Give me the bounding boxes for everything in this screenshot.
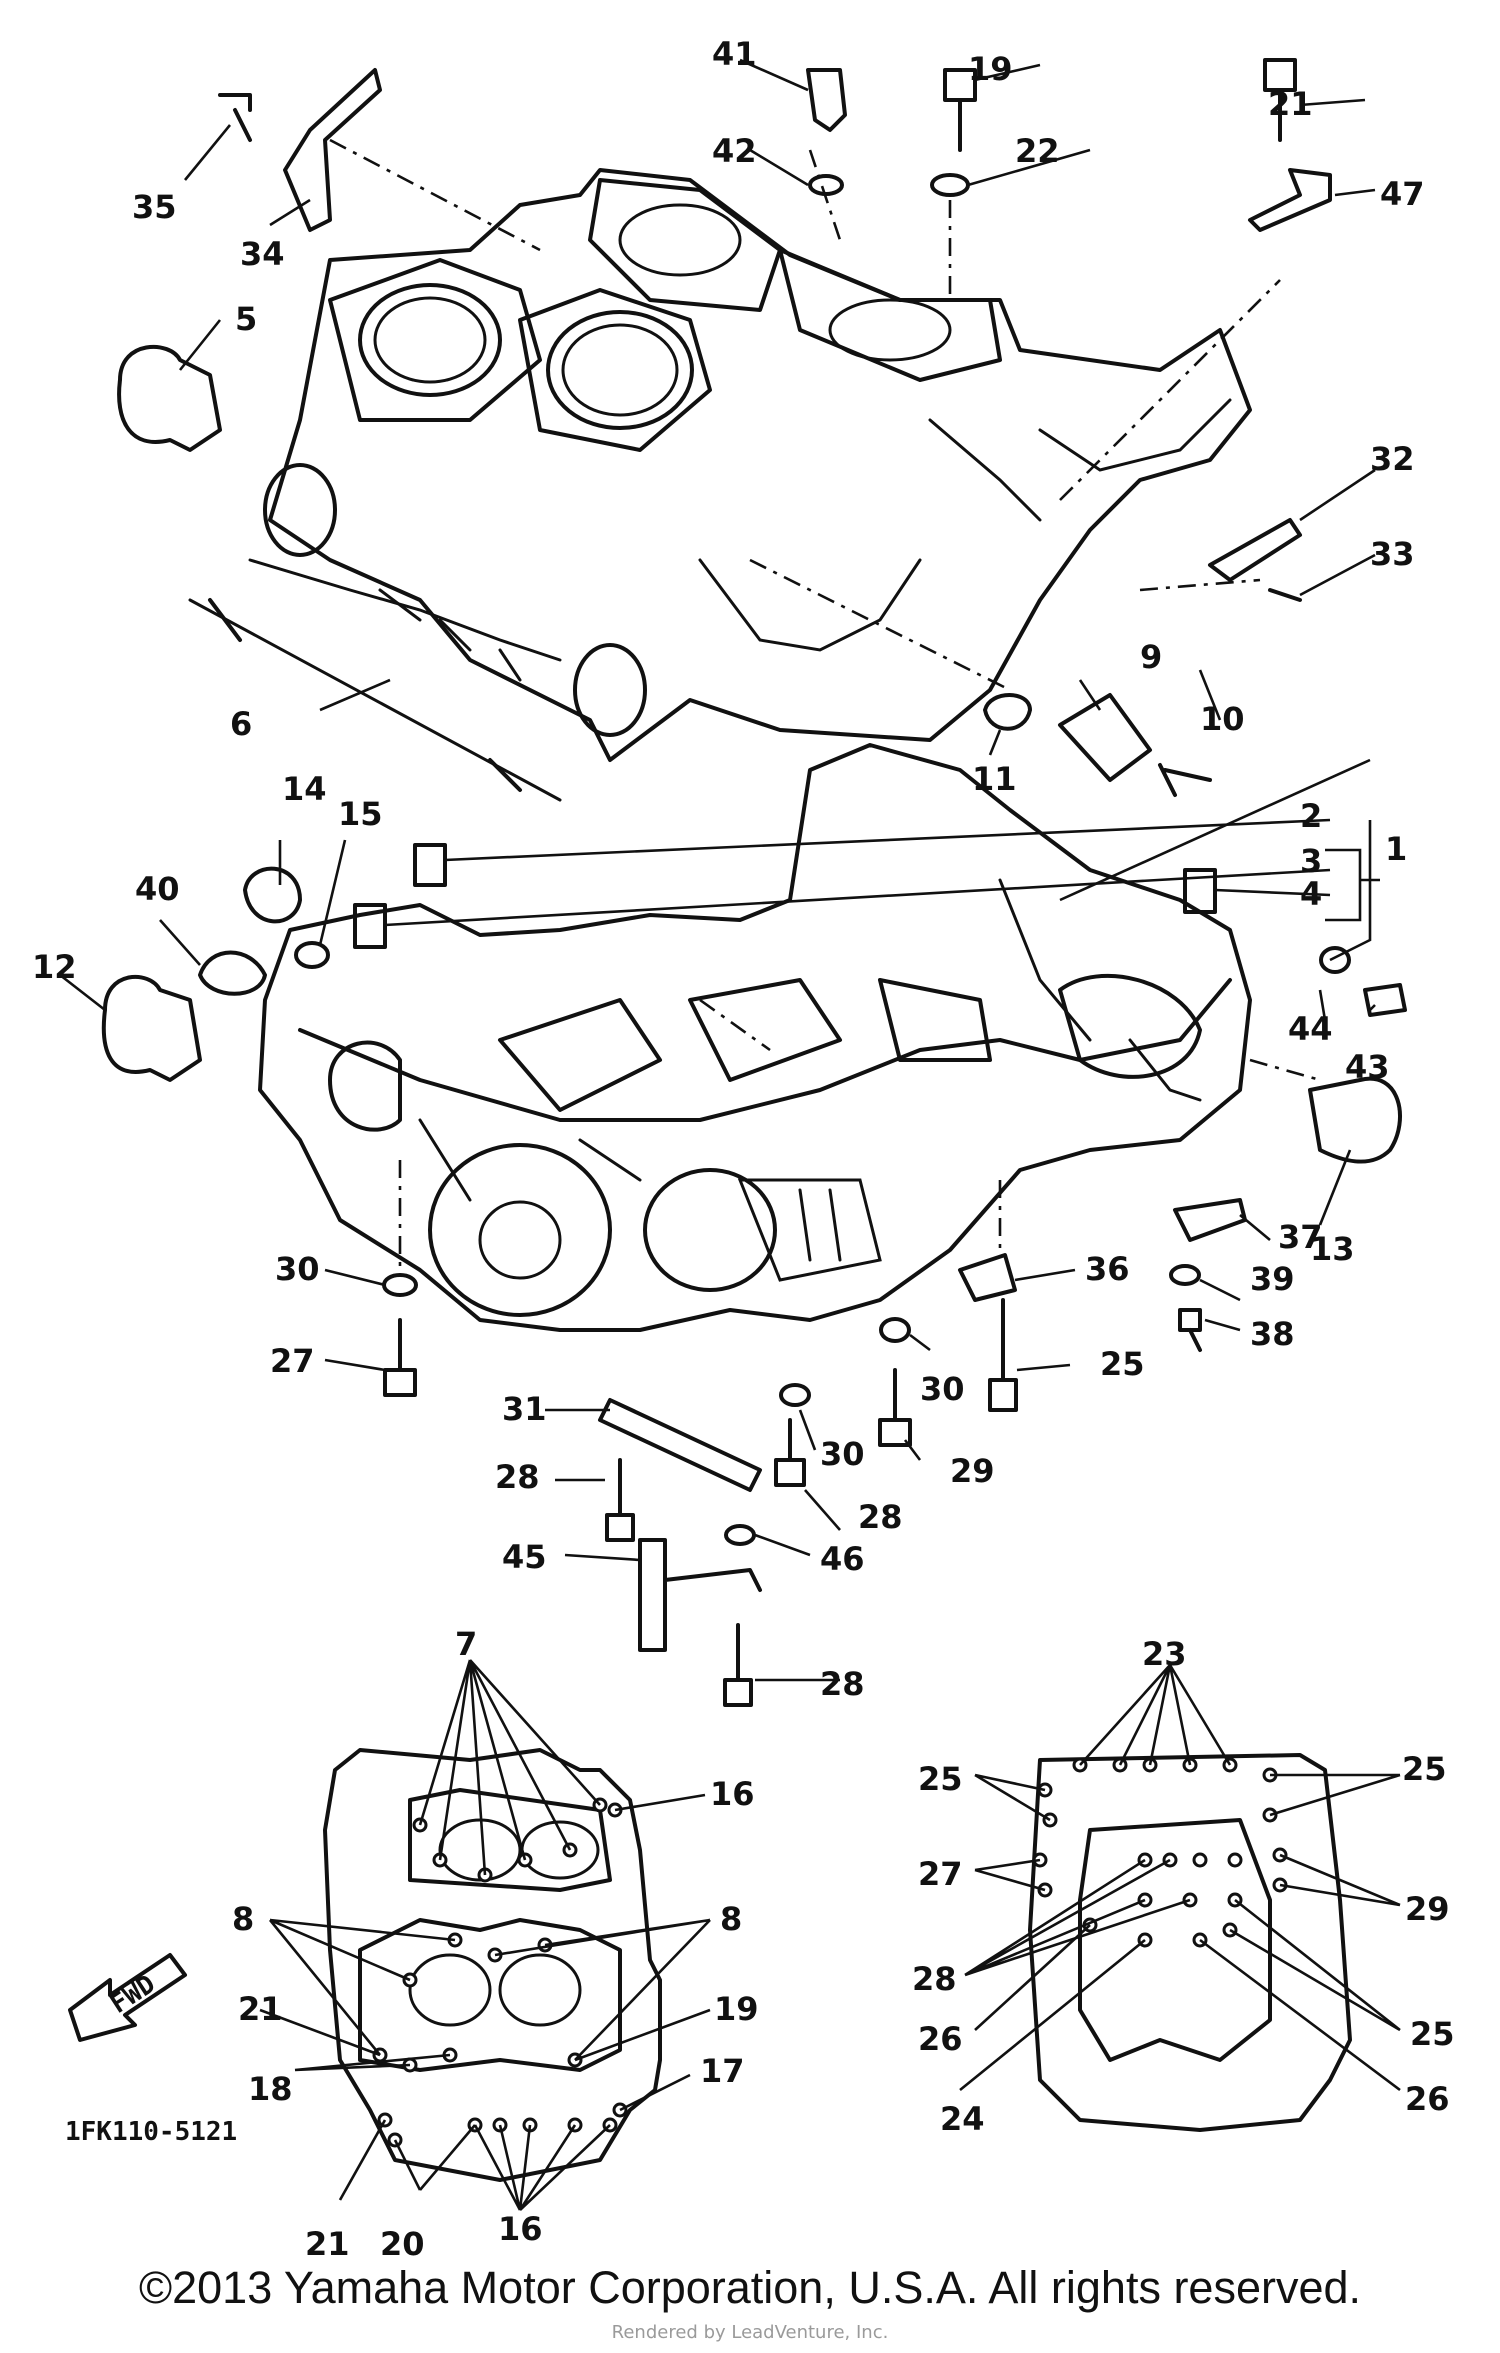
callout-numbers: 1 2 3 4 5 6 7 8 8 9 10 11 12 13 14 15 16… [32,35,1455,2263]
callout-29b: 29 [1405,1890,1450,1928]
callout-16a: 16 [710,1775,755,1813]
rendered-by-notice: Rendered by LeadVenture, Inc. [611,2322,889,2343]
callout-25c: 25 [1402,1750,1447,1788]
callout-29a: 29 [950,1452,995,1490]
callout-8b: 8 [720,1900,742,1938]
callout-2: 2 [1300,797,1322,835]
forward-arrow-label: FWD [105,1969,161,2020]
callout-14: 14 [282,770,327,808]
callout-24: 24 [940,2100,985,2138]
callout-1: 1 [1385,830,1407,868]
callout-4: 4 [1300,875,1322,913]
callout-17: 17 [700,2052,745,2090]
callout-36: 36 [1085,1250,1130,1288]
callout-6: 6 [230,705,252,743]
callout-30a: 30 [275,1250,320,1288]
callout-15: 15 [338,795,383,833]
callout-33: 33 [1370,535,1415,573]
leader-lines [59,58,1401,2211]
callout-26a: 26 [918,2020,963,2058]
copyright-notice: ©2013 Yamaha Motor Corporation, U.S.A. A… [138,2262,1362,2313]
callout-12: 12 [32,948,77,986]
callout-16b: 16 [498,2210,543,2248]
bolt-holes [1032,1757,1288,1948]
callout-40: 40 [135,870,180,908]
callout-31: 31 [502,1390,547,1428]
callout-19b: 19 [714,1990,759,2028]
bolt-pattern-lower-view [1028,1753,1352,2132]
callout-28b: 28 [858,1498,903,1536]
callout-9: 9 [1140,638,1162,676]
callout-10: 10 [1200,700,1245,738]
callout-34: 34 [240,235,285,273]
callout-19a: 19 [968,50,1013,88]
lower-crankcase [258,743,1252,1332]
callout-11: 11 [972,760,1017,798]
callout-22: 22 [1015,132,1060,170]
callout-25d: 25 [1410,2015,1455,2053]
callout-27a: 27 [270,1342,315,1380]
callout-28c: 28 [820,1665,865,1703]
callout-25a: 25 [1100,1345,1145,1383]
callout-44: 44 [1288,1010,1333,1048]
callout-21b: 21 [238,1990,283,2028]
callout-38: 38 [1250,1315,1295,1353]
callout-7: 7 [455,1625,477,1663]
callout-30c: 30 [820,1435,865,1473]
callout-21a: 21 [1268,85,1313,123]
callout-42: 42 [712,132,757,170]
assembly-lines [329,138,1321,1270]
callout-37: 37 [1278,1218,1323,1256]
callout-35: 35 [132,188,177,226]
callout-5: 5 [235,300,257,338]
callout-45: 45 [502,1538,547,1576]
callout-46: 46 [820,1540,865,1578]
callout-18: 18 [248,2070,293,2108]
callout-3: 3 [1300,842,1322,880]
callout-20: 20 [380,2225,425,2263]
small-parts [101,58,1407,1707]
callout-28d: 28 [912,1960,957,1998]
callout-30b: 30 [920,1370,965,1408]
callout-27b: 27 [918,1855,963,1893]
callout-43: 43 [1345,1048,1390,1086]
callout-28a: 28 [495,1458,540,1496]
callout-39: 39 [1250,1260,1295,1298]
callout-26b: 26 [1405,2080,1450,2118]
upper-crankcase [248,168,1252,762]
callout-13: 13 [1310,1230,1355,1268]
figure-code: 1FK110-5121 [65,2117,237,2147]
callout-21c: 21 [305,2225,350,2263]
callout-41: 41 [712,35,757,73]
callout-25b: 25 [918,1760,963,1798]
forward-arrow: FWD [68,1953,187,2042]
callout-8a: 8 [232,1900,254,1938]
callout-47: 47 [1380,175,1425,213]
callout-32: 32 [1370,440,1415,478]
callout-23: 23 [1142,1635,1187,1673]
